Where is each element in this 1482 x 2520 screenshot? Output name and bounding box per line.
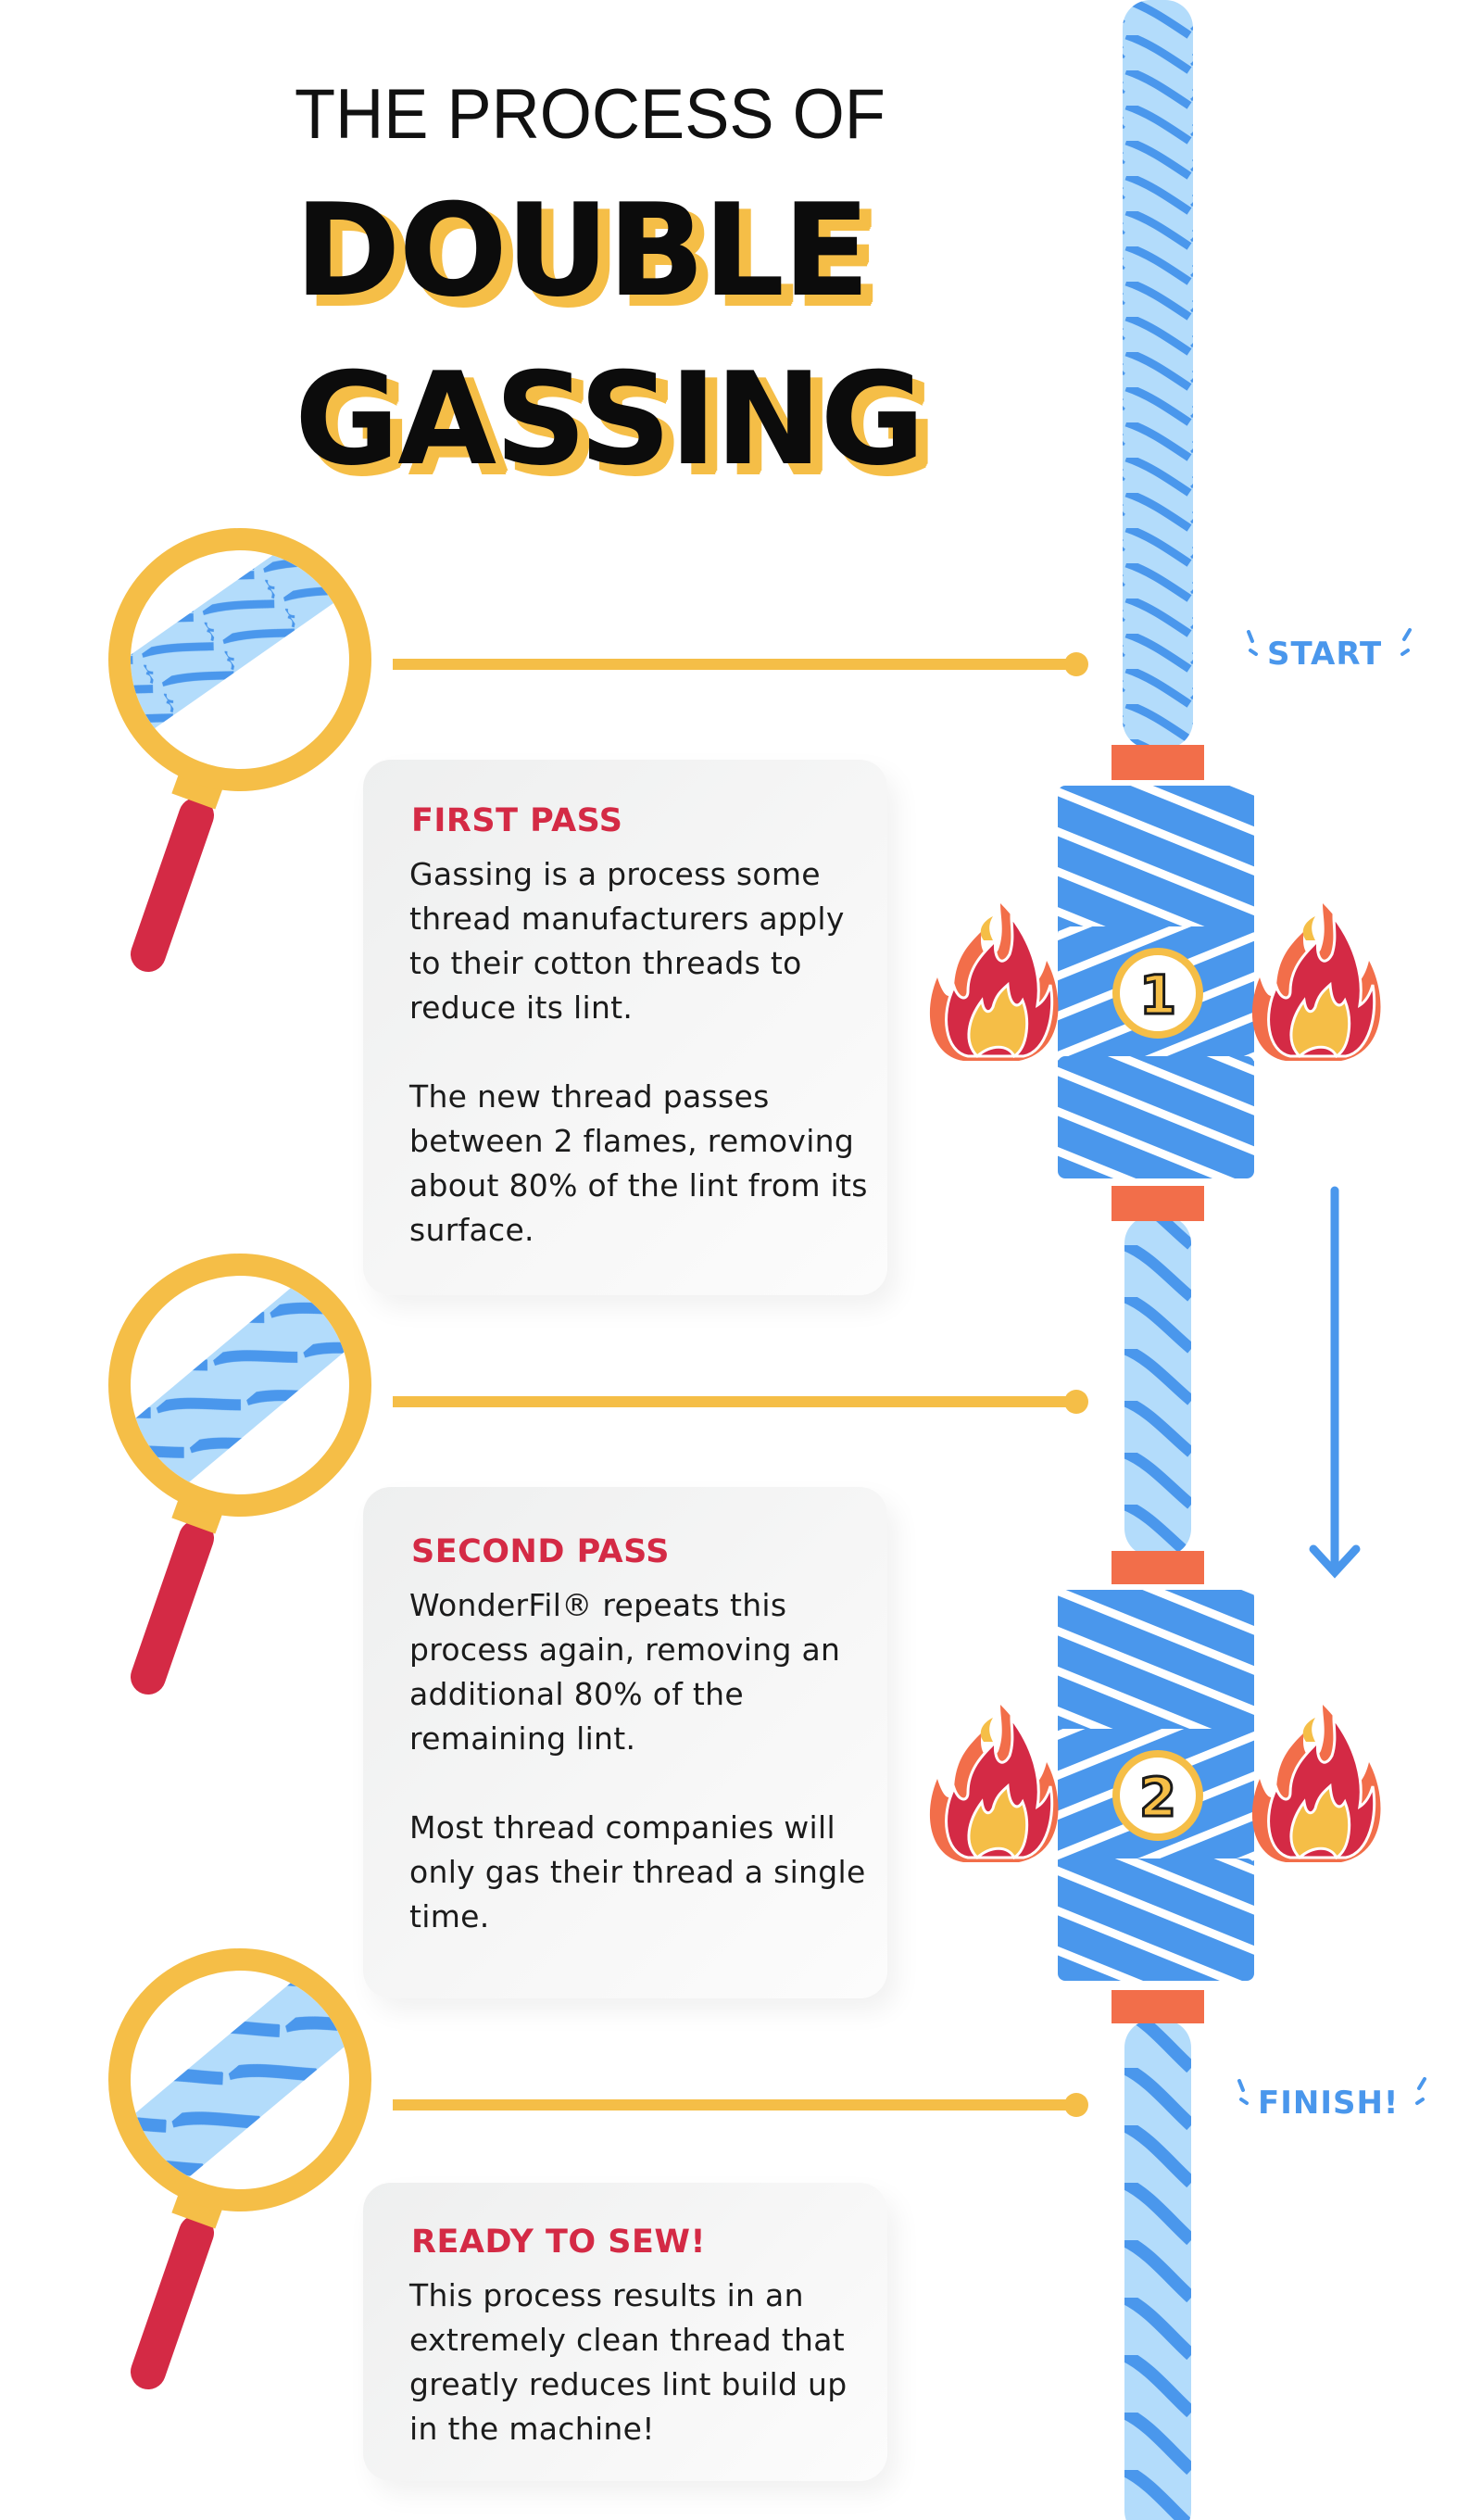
step-paragraph: This process results in an extremely cle… bbox=[409, 2277, 848, 2447]
step-paragraph: WonderFil® repeats this process again, r… bbox=[409, 1587, 841, 1757]
connector-line bbox=[393, 2093, 1088, 2117]
step-number-badge bbox=[1112, 948, 1203, 1039]
spool-cap-top bbox=[1112, 745, 1204, 780]
title-line-double: DOUBLE bbox=[295, 176, 870, 325]
step-number-badge bbox=[1112, 1750, 1203, 1841]
step-paragraph: The new thread passes between 2 flames, … bbox=[409, 1078, 868, 1248]
step-paragraph: Most thread companies will only gas thei… bbox=[409, 1809, 866, 1934]
step-card-second-pass: SECOND PASS WonderFil® repeats this proc… bbox=[363, 1487, 887, 1998]
connector-line bbox=[393, 1390, 1088, 1414]
magnifier-clean-thread-icon bbox=[108, 1254, 371, 1695]
start-label: START bbox=[1267, 636, 1383, 673]
flame-icon bbox=[928, 1705, 1060, 1862]
step-number-2: 2 bbox=[1137, 1765, 1177, 1831]
title-line-gassing: GASSING bbox=[295, 345, 925, 494]
step-card-ready-to-sew: READY TO SEW! This process results in an… bbox=[363, 2183, 887, 2481]
step-heading: READY TO SEW! bbox=[411, 2224, 706, 2261]
step-card-first-pass: FIRST PASS Gassing is a process some thr… bbox=[363, 760, 887, 1295]
step-paragraph: Gassing is a process some thread manufac… bbox=[409, 856, 845, 1026]
thread-clean-segment bbox=[1124, 1216, 1191, 1556]
down-arrow-icon bbox=[1309, 1186, 1361, 1579]
spool-cap-bottom bbox=[1112, 1990, 1204, 2023]
flame-icon bbox=[928, 903, 1060, 1061]
thread-smooth-segment bbox=[1124, 2020, 1191, 2520]
step-heading: FIRST PASS bbox=[411, 802, 623, 839]
flame-icon bbox=[1250, 903, 1382, 1061]
step-number-1: 1 bbox=[1137, 963, 1177, 1028]
spool-1 bbox=[928, 745, 1382, 1221]
thread-fuzzy-segment bbox=[1123, 0, 1193, 749]
connector-line bbox=[393, 652, 1088, 676]
flame-icon bbox=[1250, 1705, 1382, 1862]
spool-2 bbox=[928, 1551, 1382, 2023]
title-subheading: THE PROCESS OF bbox=[295, 75, 885, 154]
magnifier-fuzzy-thread-icon bbox=[108, 528, 371, 972]
finish-label: FINISH! bbox=[1258, 2085, 1400, 2122]
step-heading: SECOND PASS bbox=[411, 1533, 670, 1570]
spool-cap-top bbox=[1112, 1551, 1204, 1584]
magnifier-smooth-thread-icon bbox=[108, 1948, 371, 2389]
spool-cap-bottom bbox=[1112, 1186, 1204, 1221]
sparkle-icon bbox=[1237, 628, 1426, 2105]
